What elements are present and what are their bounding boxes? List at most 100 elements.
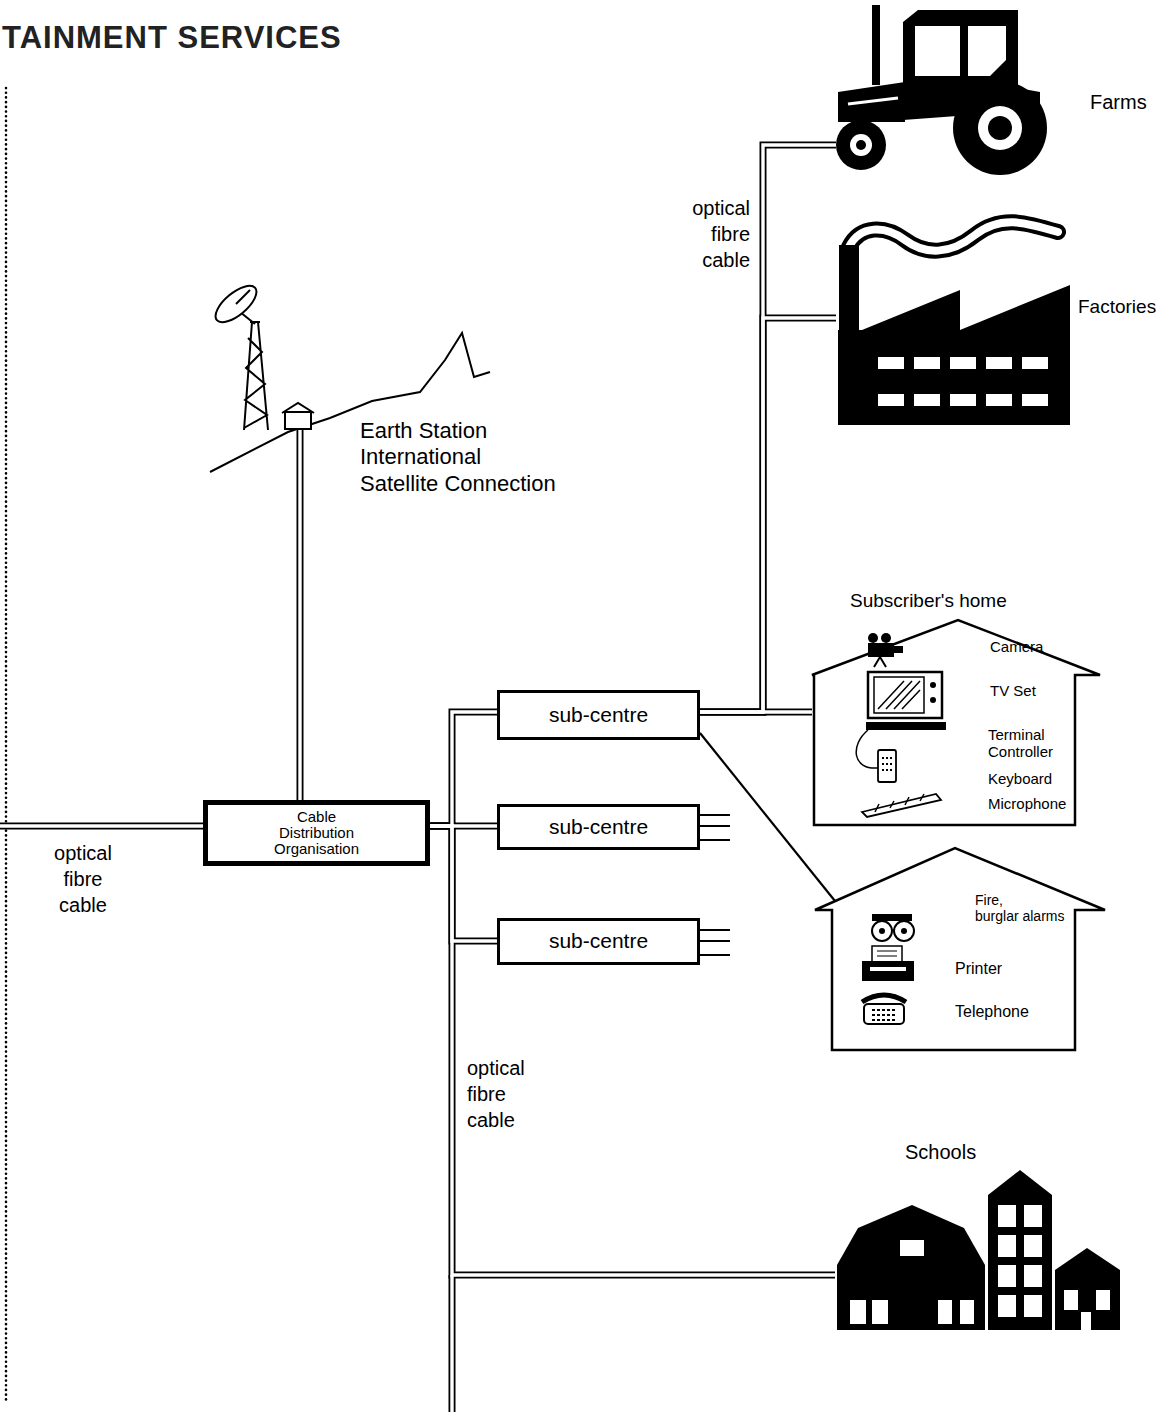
factory-drawing-part xyxy=(838,285,1070,425)
home-equipment-icons-part xyxy=(868,672,942,718)
fibre-cable xyxy=(430,826,835,1275)
page-edge-dots xyxy=(6,88,7,1400)
node-label: Factories xyxy=(1078,296,1156,318)
fibre-cable xyxy=(430,826,497,941)
tractor-drawing xyxy=(836,5,1047,175)
tractor-drawing-part xyxy=(848,98,898,104)
trunk-cable xyxy=(450,1275,453,1412)
house-outline xyxy=(815,848,1105,1050)
office-equipment-icons-part xyxy=(872,921,892,941)
school-drawing-part xyxy=(1055,1248,1120,1330)
item-label: Telephone xyxy=(955,1003,1029,1021)
home-equipment-icons-part xyxy=(894,646,903,653)
school-drawing-part xyxy=(1096,1290,1110,1310)
node-label: sub-centre xyxy=(549,703,648,727)
fibre-cable xyxy=(430,826,835,1275)
diagram-title: TAINMENT SERVICES xyxy=(2,20,342,56)
home-equipment-icons-part xyxy=(875,794,924,812)
home-equipment-icons xyxy=(856,633,946,817)
sub-centre-stubs xyxy=(700,815,730,955)
fibre-cable xyxy=(700,318,836,712)
factory-drawing-part xyxy=(950,357,976,369)
school-drawing-part xyxy=(998,1295,1016,1317)
tractor-drawing-part xyxy=(915,26,960,76)
home-equipment-icons-part xyxy=(930,682,936,688)
school-drawing-part xyxy=(1024,1205,1042,1227)
school-drawing-part xyxy=(1024,1265,1042,1287)
tractor-drawing-part xyxy=(953,81,1047,175)
house-outline xyxy=(815,848,1105,1052)
factory-drawing-part xyxy=(986,394,1012,406)
item-label: Terminal Controller xyxy=(988,726,1068,761)
home-equipment-icons-part xyxy=(880,657,886,667)
cable-label: optical fibre cable xyxy=(40,840,126,918)
node-label: sub-centre xyxy=(549,929,648,953)
school-drawing-part xyxy=(1024,1295,1042,1317)
sub-centre-stubs-part xyxy=(700,954,730,956)
node-label: Farms xyxy=(1090,91,1147,114)
item-label: Microphone xyxy=(988,795,1066,812)
tractor-drawing-part xyxy=(850,134,872,156)
factory-drawing-part xyxy=(986,357,1012,369)
trunk-cable xyxy=(449,1275,456,1412)
sub-centre-stubs-part xyxy=(700,839,730,841)
factory-drawing xyxy=(838,222,1070,425)
distribution-box: Cable Distribution Organisation xyxy=(203,800,430,866)
earth-station-drawing-part xyxy=(236,290,250,304)
node-label: Fire, burglar alarms xyxy=(975,892,1075,924)
office-equipment-icons-part xyxy=(901,928,907,934)
factory-drawing-part xyxy=(1022,357,1048,369)
item-label: Camera xyxy=(990,638,1043,655)
node-label: Earth Station International Satellite Co… xyxy=(360,418,561,497)
school-drawing xyxy=(837,1170,1120,1330)
fibre-cable xyxy=(700,709,812,716)
school-drawing-part xyxy=(850,1300,866,1324)
sub-centre-box: sub-centre xyxy=(497,804,700,850)
office-equipment-icons-part xyxy=(879,928,885,934)
incoming-cable xyxy=(0,824,203,827)
home-equipment-icons-part xyxy=(930,697,936,703)
subscriber-home: Subscriber's homeCamera TV SetTerminal Co… xyxy=(812,585,1100,827)
home-equipment-icons-part xyxy=(881,633,891,643)
office-equipment-icons xyxy=(862,914,914,1024)
fibre-cable xyxy=(430,826,497,941)
factory-drawing-part xyxy=(950,394,976,406)
office-equipment-icons-part xyxy=(862,961,914,981)
office-equipment-icons-part xyxy=(894,921,914,941)
tractor-drawing-part xyxy=(978,106,1022,150)
home-equipment-icons-part xyxy=(862,794,941,817)
factory-drawing-part xyxy=(849,222,1058,250)
home-equipment-icons-part xyxy=(866,722,946,730)
fibre-cable xyxy=(297,430,304,800)
item-label: TV Set xyxy=(990,682,1036,699)
factory-drawing-part xyxy=(878,357,904,369)
cable-label: optical fibre cable xyxy=(467,1055,541,1133)
node-label: Subscriber's home xyxy=(850,590,1007,612)
tractor-drawing-part xyxy=(856,140,866,150)
office-equipment-icons-part xyxy=(864,1004,904,1024)
cable-inner-gaps xyxy=(0,145,836,1412)
tractor-drawing-part xyxy=(872,5,880,85)
school-drawing-part xyxy=(1024,1235,1042,1257)
home-equipment-icons-part xyxy=(868,633,878,643)
page-edge-dots-part xyxy=(5,88,8,1400)
school-drawing-part xyxy=(998,1265,1016,1287)
earth-station-drawing xyxy=(210,280,490,472)
fibre-cable xyxy=(430,712,497,826)
earth-station-drawing-part xyxy=(282,403,314,413)
tractor-drawing-part xyxy=(836,120,886,170)
school-drawing-part xyxy=(837,1205,985,1330)
home-equipment-icons-part xyxy=(878,681,920,709)
fibre-cable xyxy=(298,430,301,800)
factory-drawing-part xyxy=(839,245,859,335)
earth-station-drawing-part xyxy=(285,412,311,429)
house-outline xyxy=(812,585,1100,827)
office-equipment-icons-part xyxy=(862,995,906,1002)
farm-node: Farms xyxy=(836,5,1050,177)
node-label: Schools xyxy=(905,1141,976,1164)
item-label: Keyboard xyxy=(988,770,1052,787)
office-equipment-icons-part xyxy=(872,1010,896,1020)
office-equipment-icons-part xyxy=(872,914,912,921)
house-outline xyxy=(812,620,1100,825)
